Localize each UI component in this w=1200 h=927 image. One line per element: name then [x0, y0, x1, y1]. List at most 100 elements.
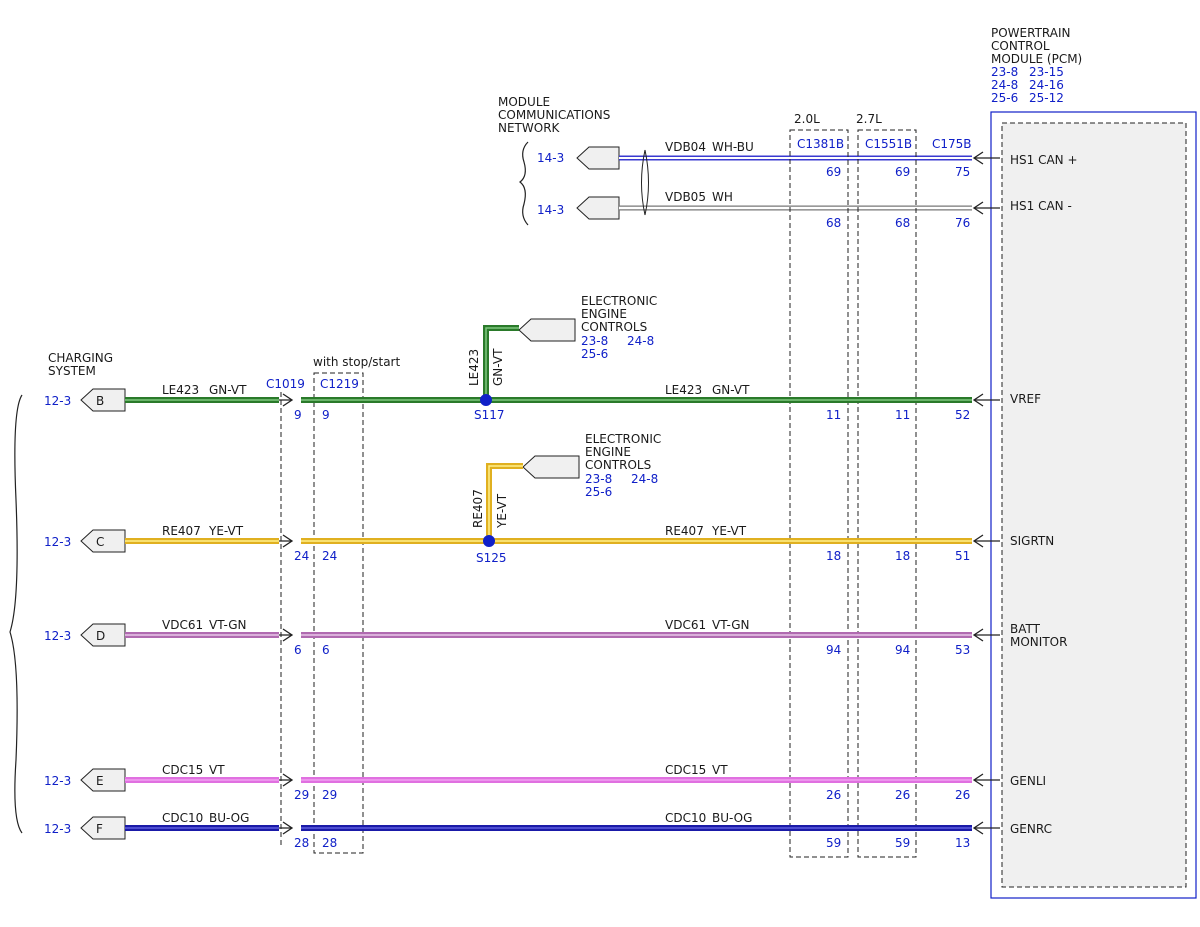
wire-circuit-label: VDC61	[162, 618, 203, 632]
wire-color-label: VT-GN	[712, 618, 749, 632]
wire-circuit-label: VDC61	[665, 618, 706, 632]
pcm-module[interactable]	[990, 111, 1197, 899]
splice-s125-label[interactable]: S125	[476, 551, 507, 565]
pcm-pin-genli: GENLI	[1010, 774, 1046, 788]
eec2-circuit: RE407	[471, 489, 485, 528]
pin-number: 59	[895, 836, 910, 850]
wire-circuit-label: RE407	[665, 524, 704, 538]
mcn-can-minus-connector[interactable]	[576, 196, 620, 220]
connector-c1381b-box[interactable]	[789, 129, 849, 858]
splice-s117-label[interactable]: S117	[474, 408, 505, 422]
eec2-color: YE-VT	[495, 493, 509, 529]
pin-arrow-icon	[279, 821, 294, 835]
pin-number: 11	[826, 408, 841, 422]
pin-number: 69	[895, 165, 910, 179]
charging-brace	[9, 394, 23, 834]
charging-title: SYSTEM	[48, 364, 96, 378]
mcn-can-plus-connector[interactable]	[576, 146, 620, 170]
pcm-title-line2: CONTROL	[991, 39, 1050, 53]
page-ref[interactable]: 12-3	[44, 394, 71, 408]
connector-c1019-label[interactable]: C1019	[266, 377, 305, 391]
twisted-pair-icon	[641, 149, 649, 216]
pcm-ref[interactable]: 23-15	[1029, 65, 1064, 79]
stop-start-note: with stop/start	[313, 355, 400, 369]
re407-branch-wire[interactable]	[486, 463, 523, 541]
eec1-ref[interactable]: 23-8	[581, 334, 608, 348]
wire-circuit-label: CDC10	[162, 811, 203, 825]
pcm-pin-hs1-can-plus: HS1 CAN +	[1010, 153, 1078, 167]
pin-number: 28	[322, 836, 337, 850]
pcm-ref[interactable]: 24-16	[1029, 78, 1064, 92]
pcm-ref[interactable]: 25-12	[1029, 91, 1064, 105]
page-ref[interactable]: 12-3	[44, 822, 71, 836]
eec2-connector[interactable]	[522, 455, 580, 479]
page-ref[interactable]: 12-3	[44, 629, 71, 643]
pin-arrow-icon	[972, 151, 1000, 165]
pin-number: 26	[826, 788, 841, 802]
connector-tag: C	[96, 535, 104, 549]
eec1-title: ELECTRONIC	[581, 294, 657, 308]
pin-number: 24	[322, 549, 337, 563]
mcn-page-ref[interactable]: 14-3	[537, 151, 564, 165]
eec1-color: GN-VT	[491, 348, 505, 386]
pcm-pin-hs1-can-minus: HS1 CAN -	[1010, 199, 1072, 213]
pin-arrow-icon	[972, 821, 1000, 835]
eec2-ref[interactable]: 25-6	[585, 485, 612, 499]
wire-circuit-label: RE407	[162, 524, 201, 538]
pin-number: 29	[294, 788, 309, 802]
connector-c175b-label[interactable]: C175B	[932, 137, 972, 151]
pin-arrow-icon	[972, 393, 1000, 407]
mcn-page-ref[interactable]: 14-3	[537, 203, 564, 217]
pcm-pin-vref: VREF	[1010, 392, 1041, 406]
eec1-title: ENGINE	[581, 307, 627, 321]
pcm-pin-genrc: GENRC	[1010, 822, 1052, 836]
pcm-title-line1: POWERTRAIN	[991, 26, 1071, 40]
connector-c1219-box[interactable]	[313, 372, 364, 854]
pin-arrow-icon	[279, 773, 294, 787]
wire-circuit-label: LE423	[665, 383, 702, 397]
wire-color-label: YE-VT	[711, 524, 747, 538]
charging-connector-f[interactable]	[80, 816, 126, 840]
connector-c1551b-box[interactable]	[857, 129, 917, 858]
pin-number: 6	[322, 643, 330, 657]
pin-number: 69	[826, 165, 841, 179]
eec1-ref[interactable]: 25-6	[581, 347, 608, 361]
can-minus-color: WH	[712, 190, 733, 204]
mcn-title: NETWORK	[498, 121, 561, 135]
pin-number: 26	[955, 788, 970, 802]
mcn-title: COMMUNICATIONS	[498, 108, 610, 122]
page-ref[interactable]: 12-3	[44, 535, 71, 549]
connector-c1551b-label[interactable]: C1551B	[865, 137, 912, 151]
pcm-pin-batt-monitor: MONITOR	[1010, 635, 1067, 649]
pin-number: 24	[294, 549, 309, 563]
le423-branch-wire[interactable]	[483, 325, 519, 400]
connector-c1219-label[interactable]: C1219	[320, 377, 359, 391]
pin-arrow-icon	[972, 628, 1000, 642]
pin-arrow-icon	[972, 201, 1000, 215]
eec2-ref[interactable]: 23-8	[585, 472, 612, 486]
pin-number: 52	[955, 408, 970, 422]
mcn-brace	[519, 141, 529, 226]
pin-number: 68	[826, 216, 841, 230]
eec1-ref[interactable]: 24-8	[627, 334, 654, 348]
pcm-ref[interactable]: 24-8	[991, 78, 1018, 92]
eec1-connector[interactable]	[518, 318, 576, 342]
connector-tag: B	[96, 394, 104, 408]
connector-tag: D	[96, 629, 105, 643]
connector-c1381b-label[interactable]: C1381B	[797, 137, 844, 151]
splice-s117[interactable]	[480, 394, 492, 406]
splice-s125[interactable]	[483, 535, 495, 547]
page-ref[interactable]: 12-3	[44, 774, 71, 788]
eec1-circuit: LE423	[467, 349, 481, 386]
pin-number: 11	[895, 408, 910, 422]
pcm-ref[interactable]: 23-8	[991, 65, 1018, 79]
pcm-ref[interactable]: 25-6	[991, 91, 1018, 105]
eec2-title: ENGINE	[585, 445, 631, 459]
eec2-ref[interactable]: 24-8	[631, 472, 658, 486]
